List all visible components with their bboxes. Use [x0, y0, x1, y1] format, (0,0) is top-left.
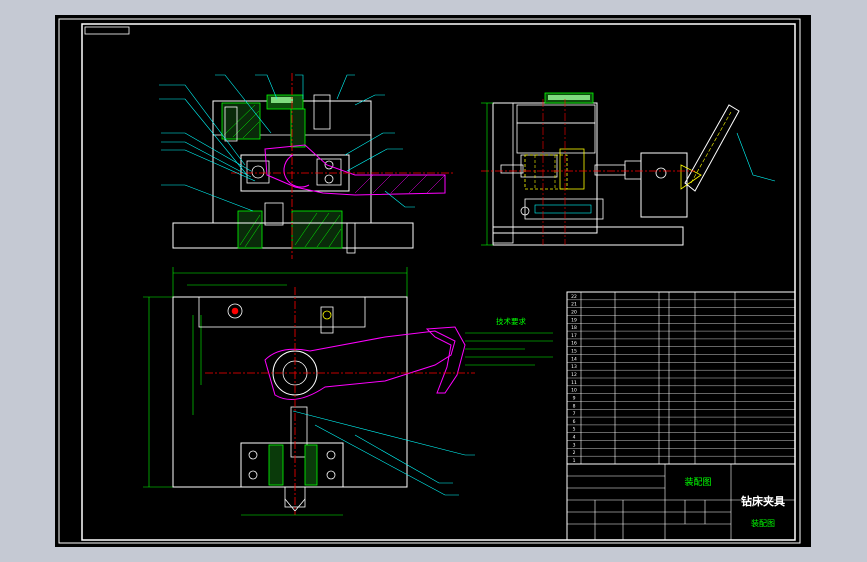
- side-view: [481, 92, 776, 246]
- bom-row-number: 1: [573, 458, 576, 464]
- bom-row-number: 3: [573, 442, 576, 448]
- bom-row-number: 10: [571, 388, 577, 394]
- bom-row-number: 5: [573, 427, 576, 433]
- bom-row-number: 8: [573, 403, 576, 409]
- sheet-label: 装配图: [751, 518, 775, 528]
- bom-row-number: 12: [571, 372, 577, 378]
- drawing-name: 装配图: [684, 476, 711, 488]
- bom-row-number: 6: [573, 419, 576, 425]
- outer-frame: [58, 18, 801, 544]
- notes-heading: 技术要求: [496, 316, 526, 326]
- title-block: 装配图 钻床夹具 装配图: [566, 463, 796, 541]
- bom-row-number: 16: [571, 341, 577, 347]
- bom-row-number: 7: [573, 411, 576, 417]
- front-view: [159, 73, 455, 259]
- bom-row-number: 15: [571, 349, 577, 355]
- bom-row-number: 9: [573, 395, 576, 401]
- bom-row-number: 22: [571, 294, 577, 300]
- bom-row-number: 19: [571, 317, 577, 323]
- bom-row-number: 18: [571, 325, 577, 331]
- bom-row-number: 17: [571, 333, 577, 339]
- corner-code-box: [84, 26, 130, 35]
- inner-frame: [81, 23, 796, 541]
- bom-row-number: 14: [571, 356, 577, 362]
- bom-row-number: 13: [571, 364, 577, 370]
- bom-row-number: 11: [571, 380, 577, 386]
- bom-row-number: 21: [571, 302, 577, 308]
- top-view: [143, 267, 475, 516]
- bom-row-number: 20: [571, 309, 577, 315]
- bom-row-number: 4: [573, 435, 576, 441]
- bom-row-number: 2: [573, 450, 576, 456]
- product-name: 钻床夹具: [741, 494, 785, 508]
- technical-notes: 技术要求: [465, 316, 553, 366]
